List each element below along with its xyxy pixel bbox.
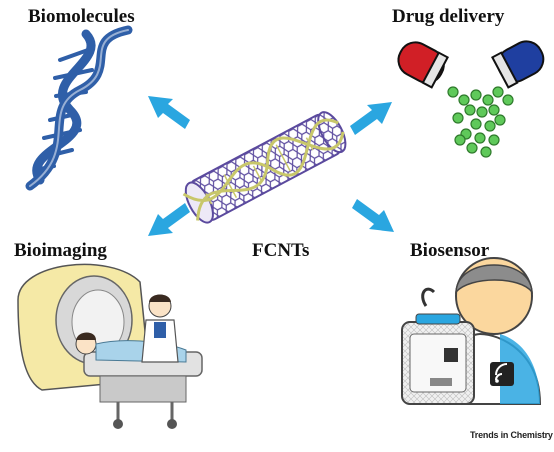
arrow-to-biosensor	[352, 199, 394, 232]
dna-helix-icon	[25, 25, 133, 191]
arrow-to-drug-delivery	[350, 102, 392, 135]
label-bioimaging: Bioimaging	[14, 240, 107, 261]
sensor-device-icon	[401, 287, 475, 405]
drug-particles-icon	[447, 86, 514, 158]
label-biomolecules: Biomolecules	[28, 6, 135, 27]
label-biosensor: Biosensor	[410, 240, 490, 261]
credit-text: Trends in Chemistry	[470, 430, 553, 440]
label-fcnts: FCNTs	[252, 240, 310, 261]
arrow-to-biomolecules	[148, 96, 190, 129]
doctor-icon	[141, 294, 179, 363]
arrow-to-bioimaging	[148, 203, 190, 236]
label-drug-delivery: Drug delivery	[392, 6, 505, 27]
person-icon	[426, 257, 542, 405]
capsule-icon	[397, 40, 545, 89]
nanotube-icon	[182, 111, 347, 224]
